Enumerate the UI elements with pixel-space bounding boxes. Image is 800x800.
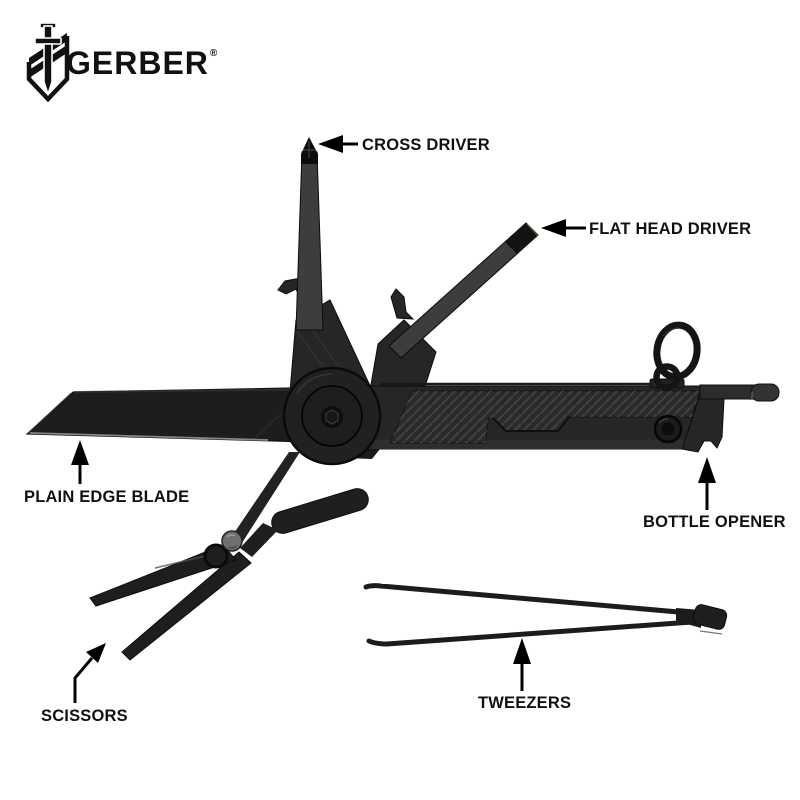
callout-scissors: SCISSORS [41, 706, 128, 725]
scissors-tool [89, 452, 369, 661]
main-pivot [282, 366, 382, 466]
flat-head-driver-tool [367, 222, 539, 403]
callout-cross-driver: CROSS DRIVER [362, 135, 490, 154]
tweezers-tool [363, 583, 728, 647]
gerber-logo-icon [26, 22, 70, 103]
scissors-pivot-ring [203, 543, 229, 569]
bottle-opener-arrow [698, 457, 716, 510]
lanyard-ring [653, 321, 701, 391]
callout-arrows [71, 135, 716, 703]
tweezers-arrow [513, 638, 531, 691]
finger-groove [492, 416, 570, 432]
pry-tip [699, 383, 780, 402]
bottle-opener-notch [681, 385, 725, 453]
handle-screw [653, 414, 683, 444]
brand-name: GERBER [66, 45, 209, 81]
registered-trademark: ® [209, 48, 218, 59]
plain-edge-blade-arrow [71, 440, 89, 484]
scissors-arrow [73, 643, 106, 703]
handle-body [311, 378, 780, 459]
brand-wordmark: GERBER® [66, 47, 217, 79]
callout-tweezers: TWEEZERS [478, 693, 572, 712]
callout-bottle-opener: BOTTLE OPENER [643, 512, 786, 531]
callout-plain-edge-blade: PLAIN EDGE BLADE [24, 487, 190, 506]
cross-driver-tool [277, 137, 373, 393]
callout-flat-head-driver: FLAT HEAD DRIVER [589, 219, 752, 238]
cross-driver-arrow [318, 135, 358, 153]
flat-head-driver-arrow [541, 219, 586, 237]
